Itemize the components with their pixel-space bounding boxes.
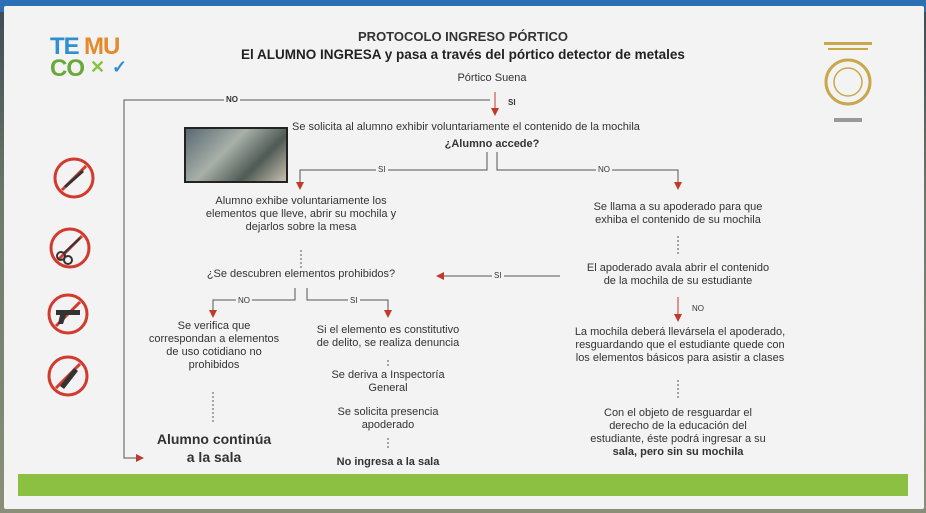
school-seal xyxy=(816,40,880,130)
no-gun-icon xyxy=(46,292,90,336)
mochila-text: La mochila deberá llevársela el apoderad… xyxy=(574,326,786,364)
protocol-poster xyxy=(4,6,924,509)
no-scissors-icon xyxy=(48,226,92,270)
no-tool-icon xyxy=(46,354,90,398)
temuco-logo: TE MU CO ✕ ✓ xyxy=(50,33,127,82)
label-si-avala: SI xyxy=(492,271,504,280)
inspection-photo xyxy=(184,127,288,183)
label-no-avala: NO xyxy=(690,304,706,313)
footer-green-bar xyxy=(18,474,908,496)
descubren-question: ¿Se descubren elementos prohibidos? xyxy=(206,268,396,280)
accede-question: ¿Alumno accede? xyxy=(444,138,540,150)
no-knife-icon xyxy=(52,156,96,200)
label-no-descubren: NO xyxy=(236,296,252,305)
poster-subtitle: El ALUMNO INGRESA y pasa a través del pó… xyxy=(241,47,685,62)
poster-title: PROTOCOLO INGRESO PÓRTICO xyxy=(358,29,568,44)
label-si-accede: SI xyxy=(376,165,388,174)
portico-suena: Pórtico Suena xyxy=(457,72,527,84)
label-no-accede: NO xyxy=(596,165,612,174)
solicita-text: Se solicita al alumno exhibir voluntaria… xyxy=(292,121,640,133)
label-no-left: NO xyxy=(224,95,240,104)
label-si-descubren: SI xyxy=(348,296,360,305)
no-ingresa-text: No ingresa a la sala xyxy=(336,456,440,468)
label-si-portico: SI xyxy=(506,98,518,107)
